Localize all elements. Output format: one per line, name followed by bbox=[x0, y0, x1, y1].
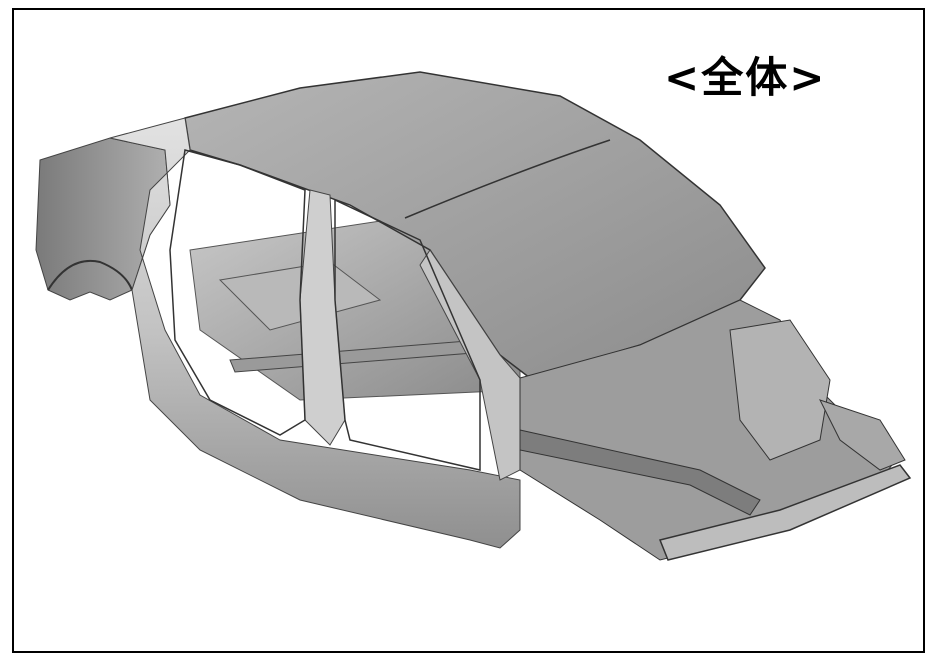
front-rail bbox=[519, 429, 761, 516]
radiator-support bbox=[819, 399, 906, 471]
bumper-beam bbox=[658, 464, 912, 561]
front-structure bbox=[519, 299, 901, 561]
side-body bbox=[109, 117, 521, 549]
rear-door-opening bbox=[169, 149, 306, 436]
strut-tower bbox=[729, 319, 831, 461]
figure-title: <全体> bbox=[664, 53, 827, 102]
rear-wheel-arch bbox=[47, 259, 133, 291]
front-door-opening bbox=[334, 198, 481, 471]
roof-seam bbox=[404, 139, 611, 219]
a-pillar bbox=[419, 249, 521, 481]
